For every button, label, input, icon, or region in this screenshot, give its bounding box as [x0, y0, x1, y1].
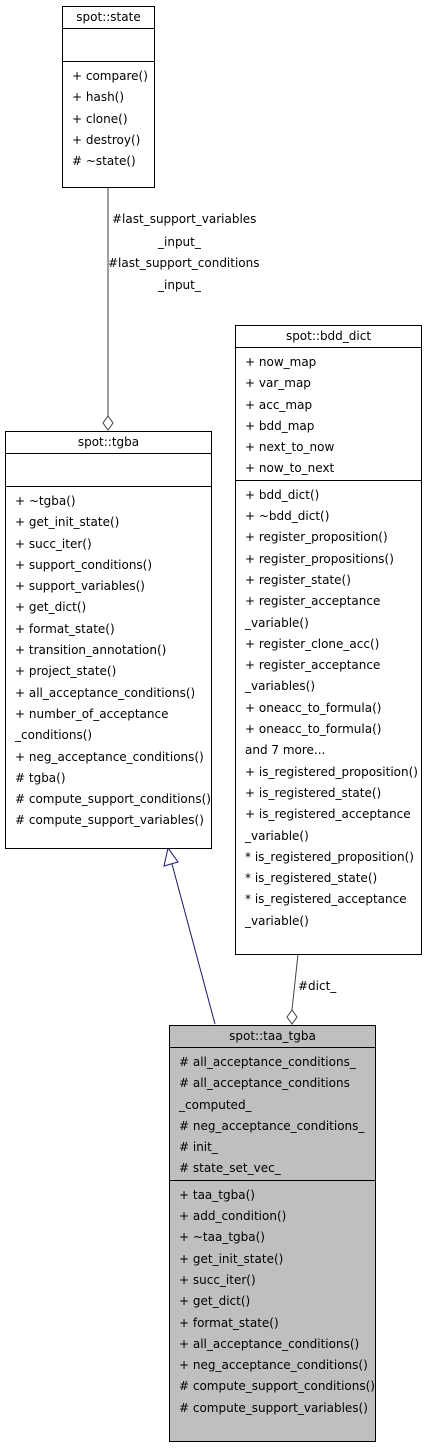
- method-row: + succ_iter(): [15, 536, 92, 551]
- class-bdd-dict-box[interactable]: spot::bdd_dict + now_map + var_map + acc…: [235, 325, 422, 955]
- state-tgba-aggregation-diamond: [102, 415, 114, 431]
- class-bdd-dict-attributes: + now_map + var_map + acc_map + bdd_map …: [236, 348, 421, 481]
- method-row: * is_registered_proposition(): [245, 849, 414, 864]
- method-row: # compute_support_conditions(): [179, 1379, 375, 1394]
- class-state-title: spot::state: [63, 7, 154, 29]
- method-row: + oneacc_to_formula(): [245, 700, 382, 715]
- method-row: _variable(): [245, 913, 309, 928]
- dict-taa-association-line: [291, 953, 299, 1011]
- edge-label-state-line1: #last_support_variables: [112, 212, 257, 226]
- method-row: + format_state(): [179, 1315, 279, 1330]
- edge-label-state-line2: _input_: [158, 235, 201, 249]
- method-row: + clone(): [72, 111, 128, 126]
- attribute-row: + now_to_next: [245, 461, 335, 476]
- method-row: + get_dict(): [179, 1294, 251, 1309]
- method-row: # compute_support_variables(): [15, 813, 204, 828]
- method-row: + register_state(): [245, 572, 351, 587]
- method-row: + succ_iter(): [179, 1272, 256, 1287]
- more-methods-note: and 7 more...: [245, 743, 326, 758]
- method-row: # tgba(): [15, 770, 66, 785]
- attribute-row: + next_to_now: [245, 440, 335, 455]
- attribute-row: # init_: [179, 1140, 218, 1155]
- class-state-methods: + compare() + hash() + clone() + destroy…: [63, 62, 154, 172]
- class-bdd-dict-methods: + bdd_dict() + ~bdd_dict() + register_pr…: [236, 481, 421, 932]
- attribute-row: + bdd_map: [245, 418, 315, 433]
- method-row: + is_registered_state(): [245, 785, 382, 800]
- method-row: + is_registered_acceptance: [245, 807, 411, 822]
- attribute-row: # neg_acceptance_conditions_: [179, 1118, 365, 1133]
- method-row: + register_acceptance: [245, 658, 381, 673]
- method-row: + format_state(): [15, 621, 115, 636]
- class-state-box[interactable]: spot::state + compare() + hash() + clone…: [62, 6, 155, 188]
- method-row: + taa_tgba(): [179, 1187, 255, 1202]
- method-row: + register_proposition(): [245, 530, 388, 545]
- attribute-row: # all_acceptance_conditions: [179, 1076, 350, 1091]
- method-row: + hash(): [72, 90, 125, 105]
- class-state-attributes: [63, 29, 154, 62]
- method-row: + support_conditions(): [15, 557, 153, 572]
- method-row: _conditions(): [15, 728, 93, 743]
- class-bdd-dict-title: spot::bdd_dict: [236, 326, 421, 348]
- attribute-row: # all_acceptance_conditions_: [179, 1055, 356, 1069]
- method-row: + oneacc_to_formula(): [245, 722, 382, 737]
- method-row: _variable(): [245, 615, 309, 630]
- attribute-row: + acc_map: [245, 397, 313, 412]
- class-tgba-attributes: [6, 454, 211, 487]
- method-row: + register_acceptance: [245, 594, 381, 609]
- edge-label-state-line3: #last_support_conditions: [108, 256, 260, 270]
- method-row: + register_clone_acc(): [245, 636, 380, 651]
- method-row: # compute_support_variables(): [179, 1400, 368, 1415]
- inheritance-arrowhead: [163, 846, 179, 867]
- edge-label-state-line4: _input_: [158, 278, 201, 292]
- attribute-row: _computed_: [179, 1097, 252, 1112]
- method-row: + register_propositions(): [245, 551, 394, 566]
- class-tgba-methods: + ~tgba() + get_init_state() + succ_iter…: [6, 487, 211, 832]
- class-tgba-title: spot::tgba: [6, 432, 211, 454]
- method-row: + project_state(): [15, 664, 117, 679]
- method-row: + get_dict(): [15, 600, 87, 615]
- method-row: _variables(): [245, 679, 316, 694]
- method-row: + ~taa_tgba(): [179, 1230, 265, 1245]
- method-row: + destroy(): [72, 132, 141, 147]
- attribute-row: + now_map: [245, 355, 317, 369]
- class-taa-tgba-attributes: # all_acceptance_conditions_ # all_accep…: [170, 1048, 375, 1181]
- attribute-row: + var_map: [245, 376, 311, 391]
- method-row: # ~state(): [72, 154, 136, 169]
- method-row: + ~tgba(): [15, 494, 76, 508]
- method-row: + transition_annotation(): [15, 643, 167, 658]
- method-row: + is_registered_proposition(): [245, 764, 418, 779]
- method-row: * is_registered_state(): [245, 871, 378, 886]
- method-row: + add_condition(): [179, 1209, 287, 1224]
- method-row: + get_init_state(): [15, 515, 120, 530]
- method-row: # compute_support_conditions(): [15, 792, 211, 807]
- edge-label-dict: #dict_: [298, 979, 337, 993]
- method-row: + support_variables(): [15, 579, 145, 594]
- method-row: + all_acceptance_conditions(): [179, 1336, 360, 1351]
- method-row: + get_init_state(): [179, 1251, 284, 1266]
- method-row: + neg_acceptance_conditions(): [179, 1358, 368, 1373]
- method-row: + neg_acceptance_conditions(): [15, 749, 204, 764]
- method-row: + all_acceptance_conditions(): [15, 685, 196, 700]
- method-row: * is_registered_acceptance: [245, 892, 407, 907]
- class-taa-tgba-methods: + taa_tgba() + add_condition() + ~taa_tg…: [170, 1181, 375, 1419]
- class-tgba-box[interactable]: spot::tgba + ~tgba() + get_init_state() …: [5, 431, 212, 849]
- method-row: _variable(): [245, 828, 309, 843]
- dict-taa-aggregation-diamond: [286, 1009, 298, 1025]
- method-row: + number_of_acceptance: [15, 706, 169, 721]
- method-row: + ~bdd_dict(): [245, 509, 330, 524]
- class-taa-tgba-box[interactable]: spot::taa_tgba # all_acceptance_conditio…: [169, 1025, 376, 1442]
- method-row: + bdd_dict(): [245, 487, 320, 502]
- attribute-row: # state_set_vec_: [179, 1161, 281, 1176]
- method-row: + compare(): [72, 69, 148, 83]
- class-taa-tgba-title: spot::taa_tgba: [170, 1026, 375, 1048]
- taa-tgba-inheritance-line: [171, 863, 216, 1025]
